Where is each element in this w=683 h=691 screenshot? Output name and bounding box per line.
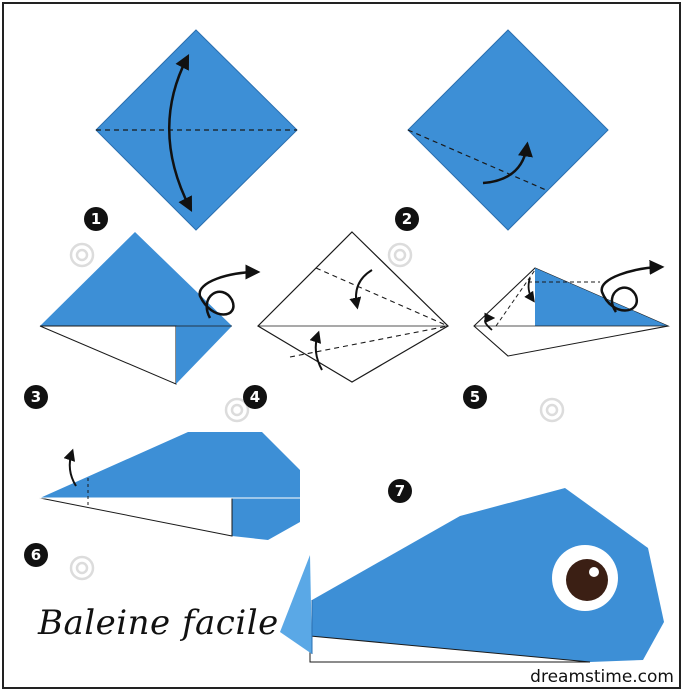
- step-6-badge: 6: [24, 543, 48, 567]
- credit-watermark: dreamstime.com: [527, 667, 677, 687]
- step-3-diagram: [39, 232, 261, 385]
- step-6-diagram: [39, 432, 300, 540]
- step-3-badge: 3: [24, 385, 48, 409]
- step-2-badge: 2: [395, 207, 419, 231]
- step-5-badge: 5: [463, 385, 487, 409]
- step-4-badge: 4: [243, 385, 267, 409]
- step-2-diagram: [407, 29, 609, 231]
- step-7-badge: 7: [388, 479, 412, 503]
- step-1-badge: 1: [84, 207, 108, 231]
- diagram-title: Baleine facile: [38, 603, 279, 643]
- step-5-diagram: [473, 259, 670, 357]
- step-4-diagram: [257, 231, 449, 383]
- step-1-diagram: [95, 29, 298, 231]
- step-7-whale: [280, 488, 664, 663]
